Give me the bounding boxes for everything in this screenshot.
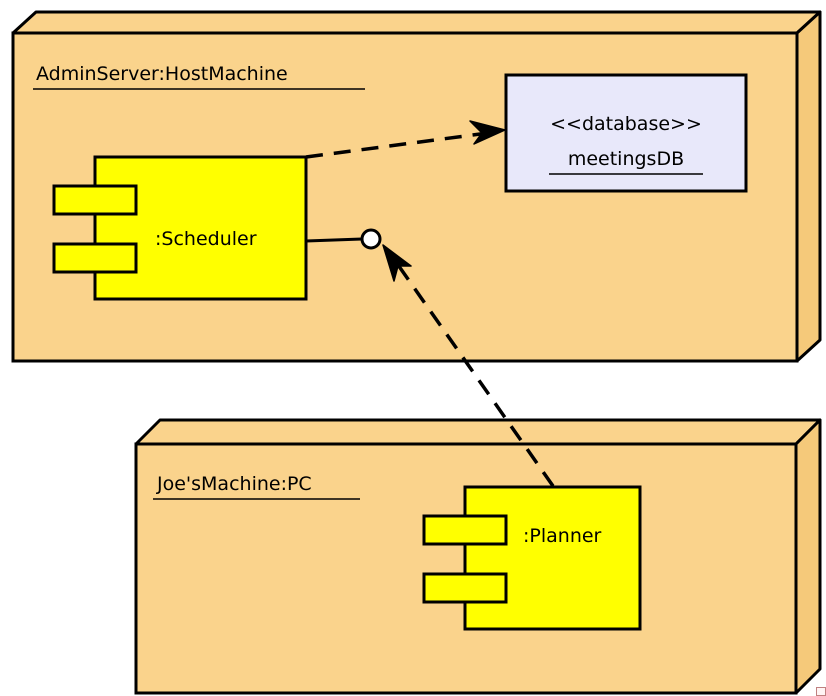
node-joes-machine-title: Joe'sMachine:PC [156,473,312,495]
node-joes-machine-side [794,418,822,695]
dependency-scheduler-to-db-line [305,131,489,159]
dependency-planner-to-interface-line [394,260,555,488]
component-scheduler-body [93,155,308,301]
scheduler-interface-stem [305,237,363,243]
component-scheduler-label: :Scheduler [155,228,257,250]
dependency-planner-to-interface [382,244,555,488]
component-planner-port-bottom [422,572,508,604]
artifact-meetings-db-name: meetingsDB [568,148,684,170]
dependency-scheduler-to-db [305,120,506,159]
artifact-meetings-db-box [504,73,748,193]
component-scheduler-port-top [52,184,138,216]
component-planner-port-top [422,514,508,546]
scheduler-interface [305,228,382,250]
component-planner: :Planner [422,485,642,631]
component-planner-label: :Planner [523,525,602,547]
scheduler-interface-ball [360,228,382,250]
dependency-planner-to-interface-arrowhead [382,244,412,282]
corner-resize-icon [816,687,826,696]
artifact-meetings-db-stereotype: <<database>> [550,113,702,135]
node-admin-server-top [11,10,822,35]
node-admin-server-title: AdminServer:HostMachine [36,63,288,85]
component-planner-body [463,485,642,631]
dependency-scheduler-to-db-arrowhead [469,120,506,145]
artifact-meetings-db: <<database>> meetingsDB [504,73,748,193]
component-scheduler-port-bottom [52,242,138,274]
component-scheduler: :Scheduler [52,155,308,301]
node-joes-machine-top [134,418,822,446]
node-admin-server-side [795,10,822,363]
